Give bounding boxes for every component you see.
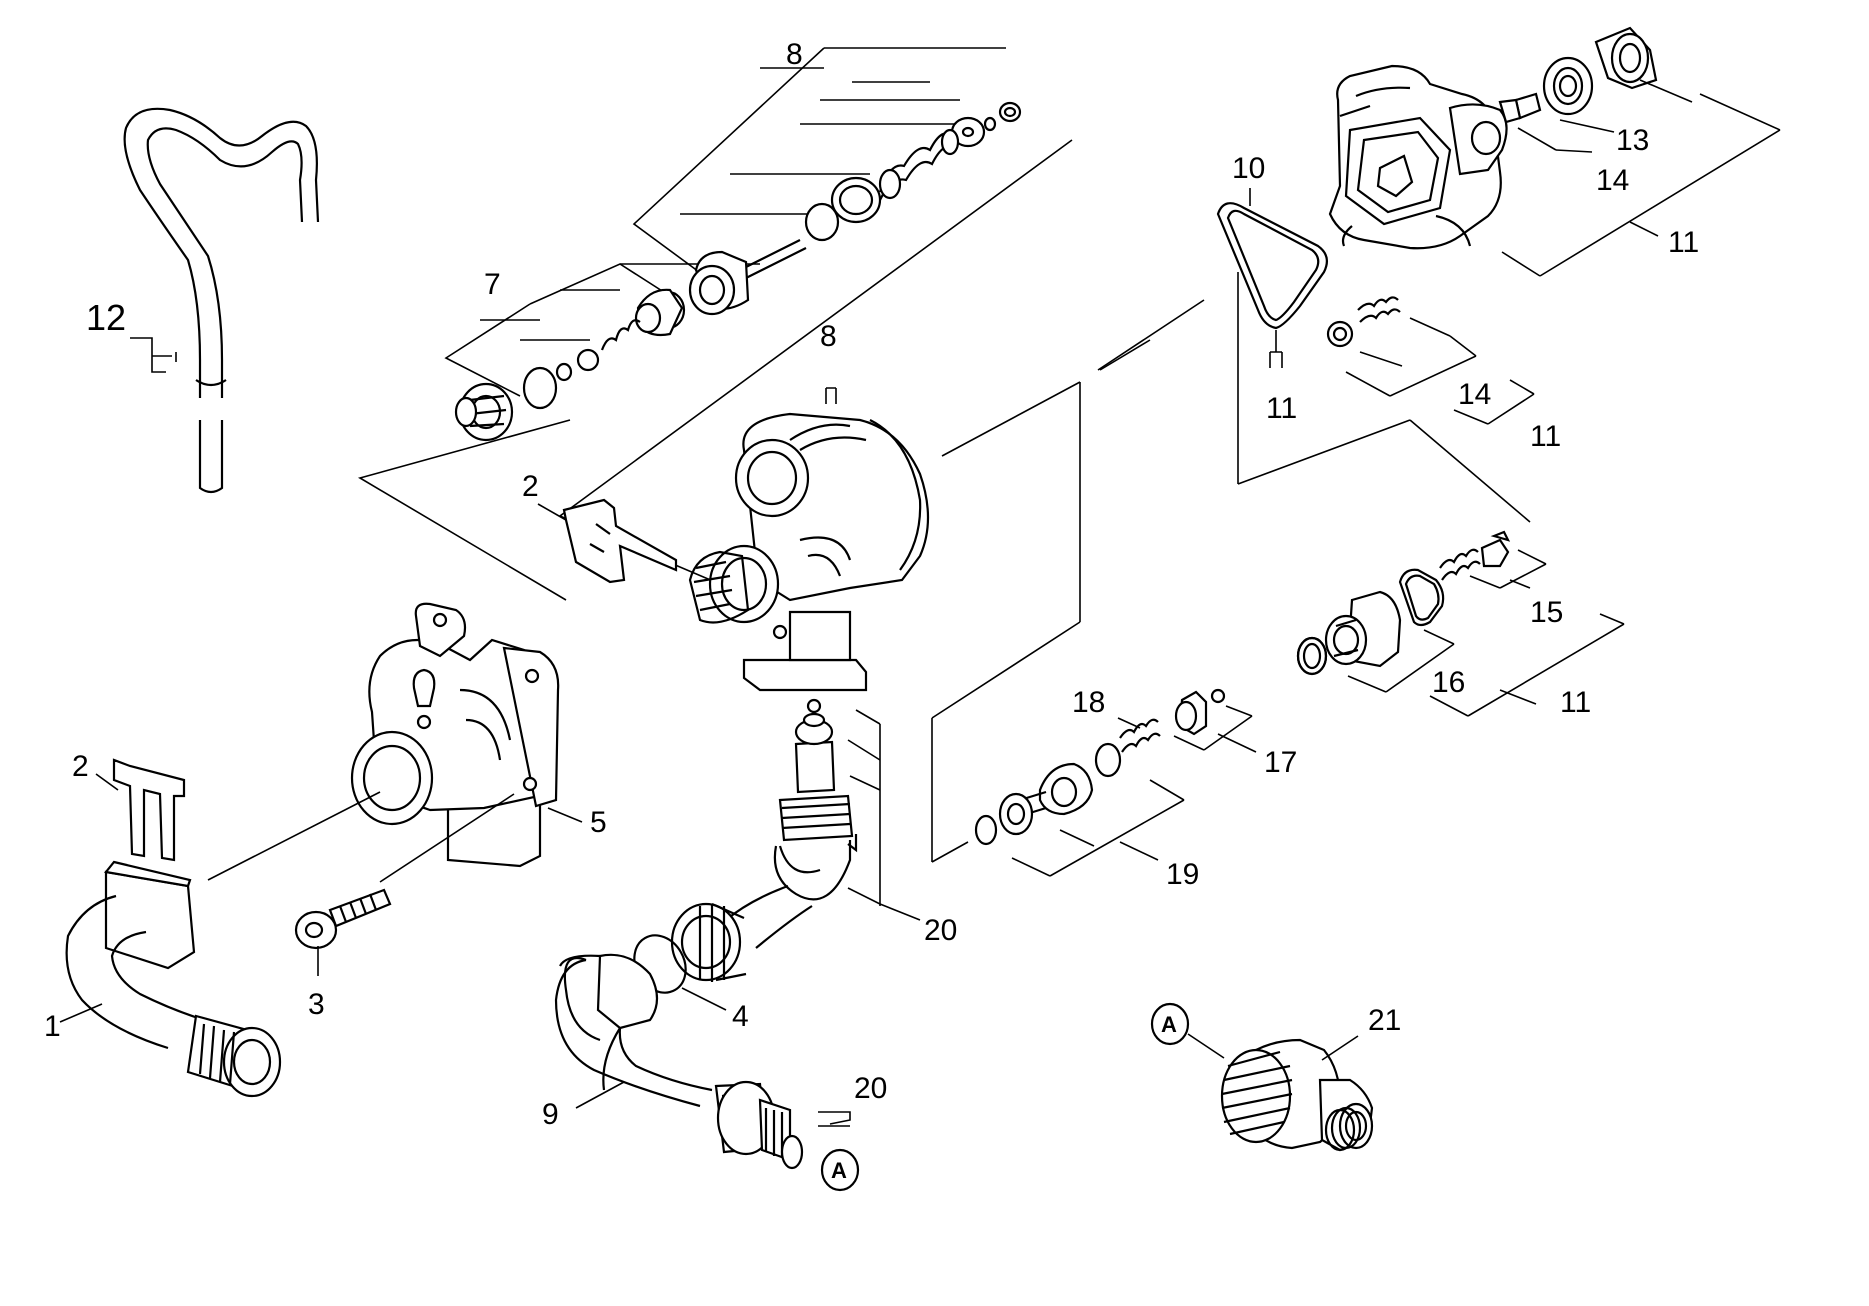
check-valve-parts-7	[454, 288, 686, 442]
valve-part-15	[1439, 530, 1511, 581]
callout-8-lower: 8	[820, 320, 837, 353]
callout-11-mid: 11	[1530, 420, 1561, 453]
bracket-11-bottom	[1429, 613, 1625, 717]
seal-ring-13	[1542, 26, 1658, 116]
callout-14-mid: 14	[1458, 378, 1491, 411]
connector-a-left: A	[820, 1148, 860, 1192]
callout-11-top: 11	[1668, 226, 1699, 259]
bracket-11-top	[1501, 93, 1781, 277]
leader-1-to-housing	[207, 791, 381, 881]
bracket-20-lower	[818, 1111, 851, 1127]
valve-stem-parts	[688, 101, 1022, 316]
pump-head-housing	[688, 412, 930, 692]
callout-2-upper: 2	[522, 470, 539, 503]
connector-label-a-left: A	[831, 1158, 847, 1183]
bracket-12	[130, 337, 177, 373]
bracket-19	[1011, 779, 1185, 877]
bracket-16	[1347, 629, 1455, 693]
callout-14-top: 14	[1596, 164, 1629, 197]
hose-fitting-part-9	[554, 953, 804, 1170]
leader-21	[1321, 1035, 1359, 1061]
callout-12: 12	[86, 297, 126, 338]
bracket-13-14	[1517, 79, 1693, 153]
leader-20-upper	[879, 903, 921, 921]
callout-9: 9	[542, 1098, 559, 1131]
cylinder-head-part-11	[1328, 64, 1508, 250]
inlet-fitting-20	[670, 698, 858, 982]
clip-part-2-lower	[112, 758, 186, 862]
bracket-14-mid	[1345, 317, 1477, 397]
gasket-part-16	[1296, 568, 1445, 676]
callout-3: 3	[308, 988, 325, 1021]
hose-part-12	[123, 107, 320, 494]
bracket-frame-right	[1237, 272, 1531, 523]
spring-14-mid	[1326, 296, 1401, 348]
bracket-7	[357, 263, 671, 601]
screw-part-3	[294, 888, 392, 950]
valve-insert-14-top	[1498, 92, 1542, 124]
leader-2-lower	[95, 773, 119, 791]
housing-part-5	[350, 602, 560, 868]
callout-7: 7	[484, 268, 501, 301]
callout-13: 13	[1616, 124, 1649, 157]
callout-18: 18	[1072, 686, 1105, 719]
gasket-part-10	[1216, 202, 1329, 330]
callout-11-gasket: 11	[1266, 392, 1297, 425]
bracket-frame-main	[931, 299, 1205, 863]
bracket-8-lower	[825, 387, 837, 404]
valve-part-19	[974, 742, 1122, 846]
leader-4	[681, 987, 727, 1011]
leader-a-right	[1187, 1033, 1225, 1059]
leader-3-to-housing	[379, 793, 515, 883]
callout-17: 17	[1264, 746, 1297, 779]
callout-20-upper: 20	[924, 914, 957, 947]
leader-5	[547, 807, 583, 823]
leader-1	[59, 1003, 103, 1023]
connector-label-a-right: A	[1161, 1012, 1177, 1037]
callout-11-bottom: 11	[1560, 686, 1591, 719]
callout-1: 1	[44, 1010, 61, 1043]
callout-19: 19	[1166, 858, 1199, 891]
bracket-11-mid	[1453, 379, 1535, 425]
elbow-part-1	[65, 860, 282, 1098]
valve-part-17	[1119, 688, 1226, 753]
connector-a-right: A	[1150, 1002, 1190, 1046]
hose-coupling-part-21	[1220, 1038, 1374, 1152]
clip-part-2-upper	[562, 498, 678, 584]
bracket-15	[1469, 549, 1547, 589]
bracket-17	[1173, 705, 1257, 753]
callout-10: 10	[1232, 152, 1265, 185]
callout-2-lower: 2	[72, 750, 89, 783]
callout-21: 21	[1368, 1004, 1401, 1037]
callout-15: 15	[1530, 596, 1563, 629]
leader-2-upper	[537, 503, 567, 521]
callout-4: 4	[732, 1000, 749, 1033]
callout-8-upper: 8	[786, 38, 803, 71]
callout-20-lower: 20	[854, 1072, 887, 1105]
bracket-11-gasket	[1269, 330, 1283, 368]
leader-18	[1117, 717, 1141, 729]
callout-16: 16	[1432, 666, 1465, 699]
leader-9	[575, 1081, 625, 1109]
callout-5: 5	[590, 806, 607, 839]
bracket-20-upper	[847, 709, 881, 906]
